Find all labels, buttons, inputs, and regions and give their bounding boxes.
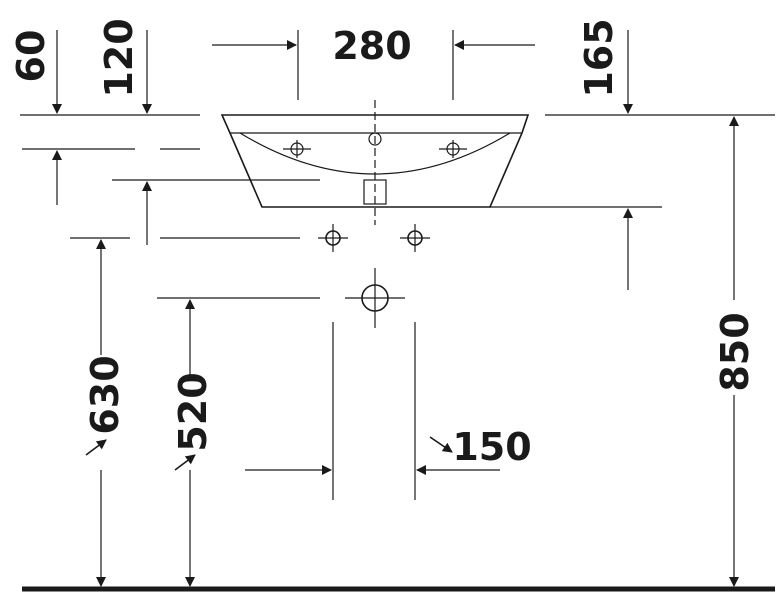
dim-280-label: 280 xyxy=(332,24,411,68)
dim-630-label: 630 xyxy=(83,355,127,434)
dimension-lines xyxy=(20,30,775,587)
dim-520-label: 520 xyxy=(171,372,215,451)
dim-850-label: 850 xyxy=(713,312,757,391)
dim-120-label: 120 xyxy=(97,18,141,97)
supply-connection-left xyxy=(318,224,348,252)
waste-connection xyxy=(345,268,405,328)
dim-150-label: 150 xyxy=(452,425,531,469)
dim-60-label: 60 xyxy=(9,30,53,83)
basin-outline xyxy=(220,100,530,225)
supply-connection-right xyxy=(400,224,430,252)
dim-165-label: 165 xyxy=(577,18,621,97)
